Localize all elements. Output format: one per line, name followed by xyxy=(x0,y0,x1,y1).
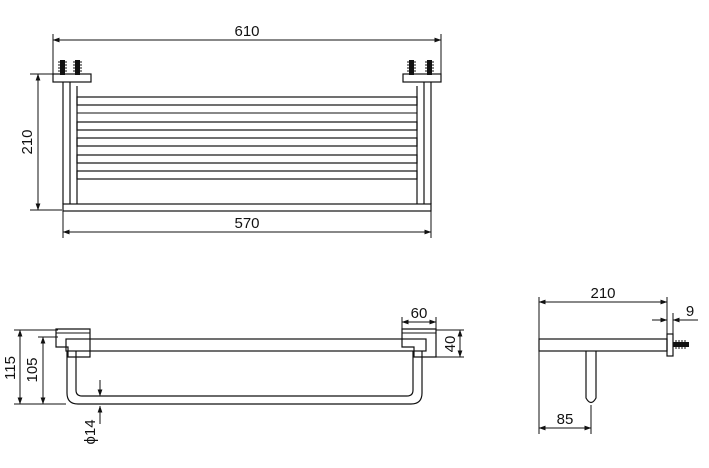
dimension-bracket-height: 40 xyxy=(436,329,464,358)
right-wall-plate xyxy=(402,73,442,83)
side-screw-icon xyxy=(673,340,689,349)
right-screws-icon xyxy=(407,60,434,75)
dim-label-105: 105 xyxy=(24,357,41,382)
dimension-tube-diameter: ϕ14 xyxy=(82,380,103,445)
dim-label-610: 610 xyxy=(234,23,259,40)
left-wall-plate xyxy=(52,73,92,83)
dimension-rail-drop: 105 xyxy=(24,336,58,405)
dimension-overall-width: 610 xyxy=(52,23,442,74)
dim-label-60: 60 xyxy=(411,305,428,322)
dim-label-210-side: 210 xyxy=(590,285,615,302)
left-arm xyxy=(62,82,78,204)
top-view: 610 210 xyxy=(19,23,442,238)
dim-label-9: 9 xyxy=(686,303,694,320)
dimension-rail-length: 570 xyxy=(62,211,432,238)
left-bracket xyxy=(55,328,91,358)
towel-rail-loop xyxy=(66,351,423,405)
side-wall-plate xyxy=(666,333,674,357)
dim-label-diameter-14: ϕ14 xyxy=(82,419,99,444)
dim-label-115: 115 xyxy=(2,356,19,380)
dimension-side-depth: 210 xyxy=(538,285,668,340)
front-view: 115 105 60 xyxy=(2,305,464,445)
right-bracket xyxy=(401,328,437,358)
side-shelf-arm xyxy=(538,338,668,352)
dim-label-40: 40 xyxy=(442,336,459,353)
front-towel-rail xyxy=(62,203,432,212)
dimension-rail-offset: 85 xyxy=(538,351,592,434)
dim-label-210-top: 210 xyxy=(19,129,36,154)
dimension-total-height: 115 xyxy=(2,329,66,405)
left-screws-icon xyxy=(58,60,82,75)
dim-label-570: 570 xyxy=(234,215,259,232)
side-view: 210 9 85 xyxy=(538,285,698,434)
shelf-profile xyxy=(65,338,427,352)
dimension-depth: 210 xyxy=(19,73,62,211)
dimension-plate-thickness: 9 xyxy=(652,303,698,337)
dimension-bracket-width: 60 xyxy=(401,305,437,330)
side-rail-leg xyxy=(585,351,597,404)
right-arm xyxy=(416,82,432,204)
shelf-slats xyxy=(76,96,418,180)
dim-label-85: 85 xyxy=(557,411,574,428)
